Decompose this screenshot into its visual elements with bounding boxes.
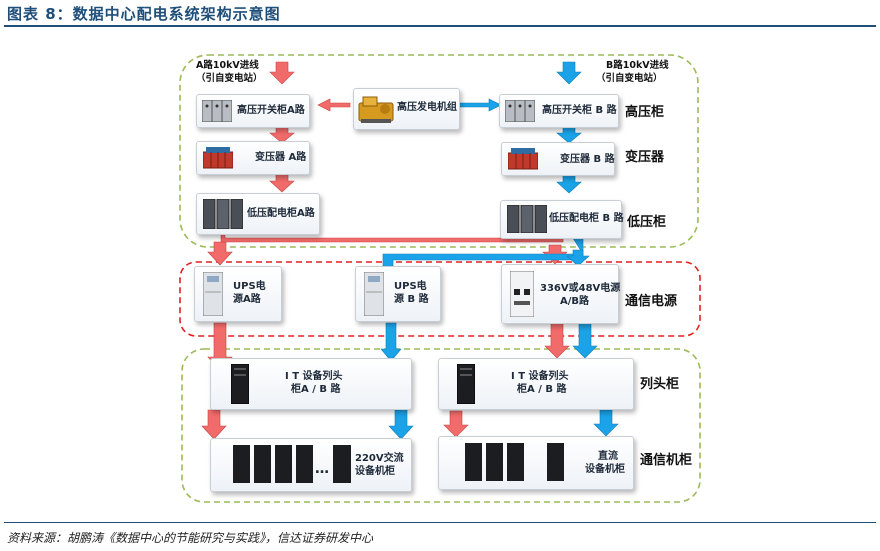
it-right-to-dc-rack-b-arrow [593,409,619,437]
side-label-hv: 高压柜 [625,105,665,120]
a-to-ups-a-arrow [207,241,233,266]
b-hv-to-tx-arrow [556,125,582,144]
a-incoming-sublabel: （引自变电站） [196,73,263,85]
dc-rack-label-1: 直流 [598,451,618,462]
ups-a-label-2: 源A路 [233,294,261,305]
transformer-a: 变压器 A路 [196,141,310,175]
generator-box: 高压发电机组 [353,88,460,130]
b-incoming-line2: （引自变电站） [596,73,663,84]
b-incoming-arrow [556,61,582,85]
transformer-icon [203,147,233,169]
side-label-row-head: 列头柜 [640,377,680,392]
it-row-head-cabinet-right: I T 设备列头 柜A / B 路 [438,358,634,410]
ac-equipment-rack: … 220V交流 设备机柜 [210,438,412,492]
ups-a-label-1: UPS电 [233,281,266,292]
generator-label: 高压发电机组 [397,102,457,113]
dc-rack-label-2: 设备机柜 [585,464,625,475]
a-incoming-label: A路10kV进线 [196,60,259,72]
hv-a-label: 高压开关柜A路 [237,105,305,116]
side-label-comm-rack: 通信机柜 [640,453,693,468]
hv-zone-outline [179,54,699,248]
dc-b-to-it-arrow [572,322,598,359]
b-incoming-line1: B路10kV进线 [606,60,669,71]
tx-b-label: 变压器 B 路 [560,154,615,165]
dc-power-cabinet-icon [510,271,534,317]
lv-b-label: 低压配电柜 B 路 [549,213,624,224]
lv-panel-a: 低压配电柜A路 [196,193,320,235]
ups-b-label-2: 源 B 路 [394,294,429,305]
transformer-b: 变压器 B 路 [501,142,615,176]
it-row-head-cabinet-left: I T 设备列头 柜A / B 路 [210,358,412,410]
dc-power-label-2: A/B路 [560,296,590,307]
dc-power-supply: 336V或48V电源 A/B路 [501,264,621,324]
ups-cabinet-icon [203,272,223,316]
rack-zone-outline [181,348,701,503]
transformer-icon [508,148,538,170]
b-tx-to-lv-arrow [556,174,582,194]
it-left-label-2: 柜A / B 路 [291,384,341,395]
hv-b-label: 高压开关柜 B 路 [542,105,617,116]
rack-ellipsis: … [315,461,329,477]
ac-rack-label-2: 设备机柜 [355,466,395,477]
lv-cabinet-icon [203,199,243,229]
side-label-transformer: 变压器 [625,150,665,165]
ups-b-label-1: UPS电 [394,281,427,292]
it-left-label-1: I T 设备列头 [285,371,343,382]
source-note: 资料来源：胡鹏涛《数据中心的节能研究与实践》，信达证券研发中心 [7,531,374,545]
lv-cabinet-icon [507,205,547,233]
switchgear-icon [505,100,535,122]
lv-a-label: 低压配电柜A路 [247,208,315,219]
side-label-comm-power: 通信电源 [625,294,678,309]
title-rule [4,25,876,27]
figure-title: 图表 8：数据中心配电系统架构示意图 [7,5,281,23]
ups-a: UPS电 源A路 [194,266,282,322]
ac-rack-label-1: 220V交流 [355,453,404,464]
hv-switchgear-a: 高压开关柜A路 [196,94,310,128]
generator-icon [358,96,394,123]
b-to-dc-power-arrow [566,249,590,267]
server-cabinet-icon [333,445,351,483]
dc-a-to-it-arrow [544,322,570,359]
generator-to-b-arrow [458,98,502,112]
a-incoming-arrow [269,61,295,85]
dc-power-label-1: 336V或48V电源 [540,283,621,294]
a-tx-to-lv-arrow [269,172,295,193]
b-incoming-label: B路10kV进线 [606,60,669,72]
lv-panel-b: 低压配电柜 B 路 [500,200,624,239]
server-cabinet-icon [457,364,475,404]
dc-equipment-rack: 直流 设备机柜 [438,436,634,490]
a-incoming-line2: （引自变电站） [196,73,263,84]
source-rule [4,522,876,523]
ups-b: UPS电 源 B 路 [355,266,441,322]
server-rack-group-icon [465,443,564,481]
it-left-to-ac-rack-b-arrow [388,409,414,440]
it-right-to-dc-rack-a-arrow [443,410,469,438]
server-rack-group-icon [233,445,313,483]
b-incoming-sublabel: （引自变电站） [596,73,663,85]
switchgear-icon [202,100,232,122]
generator-to-a-arrow [317,98,351,112]
comm-power-zone-outline [179,261,701,337]
it-right-label-2: 柜A / B 路 [517,384,567,395]
ups-b-to-it-arrow [380,322,402,362]
server-cabinet-icon [231,364,249,404]
side-label-lv: 低压柜 [627,215,667,230]
it-right-label-1: I T 设备列头 [511,371,569,382]
it-left-to-ac-rack-a-arrow [201,409,227,440]
tx-a-label: 变压器 A路 [255,152,307,163]
ups-cabinet-icon [364,272,384,316]
hv-switchgear-b: 高压开关柜 B 路 [499,94,619,128]
a-incoming-line1: A路10kV进线 [196,60,259,71]
